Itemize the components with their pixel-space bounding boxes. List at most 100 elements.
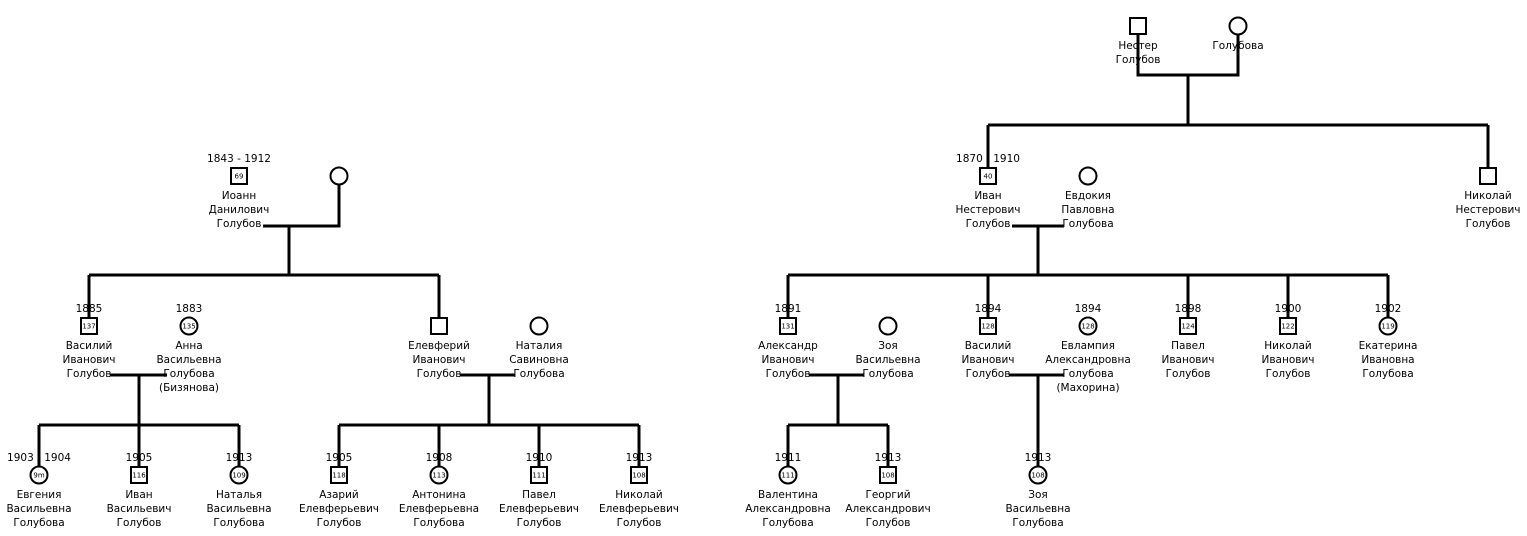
male-square-icon — [1479, 167, 1497, 185]
person-name-line: Голубов — [1166, 368, 1211, 380]
person-nester-wife[interactable]: Голубова — [1212, 16, 1264, 53]
male-square-icon — [1279, 317, 1297, 335]
person-name-line: Наталья — [216, 489, 262, 501]
person-id-number: 131 — [781, 323, 794, 331]
person-name-line: Зоя — [1028, 489, 1047, 501]
person-id-number: 122 — [1281, 323, 1294, 331]
person-years: 1894 — [975, 303, 1002, 315]
person-name-line: Иванович — [962, 354, 1015, 366]
person-name-line: Голубова — [163, 368, 214, 380]
person-name-line: Голубов — [1116, 54, 1161, 66]
person-name-line: Азарий — [319, 489, 359, 501]
person-years: 1905 — [326, 452, 353, 464]
person-name-line: Ивановна — [1361, 354, 1414, 366]
person-name-line: Голубов — [217, 218, 262, 230]
female-circle-icon — [179, 316, 199, 336]
person-name-line: Наталия — [516, 340, 563, 352]
person-id-number: 109 — [232, 472, 245, 480]
person-name-line: Екатерина — [1359, 340, 1418, 352]
person-name-line: Савиновна — [509, 354, 569, 366]
person-evlampia[interactable]: 1281894ЕвлампияАлександровнаГолубова(Мах… — [1045, 303, 1131, 394]
person-years: 1913 — [226, 452, 253, 464]
female-circle-icon — [429, 465, 449, 485]
person-name-line: Николай — [1264, 340, 1311, 352]
person-years: 1903 - 1904 — [7, 452, 71, 464]
person-id-number: 137 — [82, 323, 95, 331]
person-name-line: Евгения — [17, 489, 62, 501]
person-name-line: Голубова — [513, 368, 564, 380]
male-square-icon — [130, 466, 148, 484]
female-circle-icon — [329, 166, 349, 186]
person-id-number: 9m — [33, 472, 44, 480]
person-id-number: 108 — [881, 472, 894, 480]
person-name-line: Павел — [1171, 340, 1205, 352]
person-name-line: Голубова — [1062, 368, 1113, 380]
person-name-line: Елевферьевна — [399, 503, 479, 515]
person-name-line: Васильевна — [6, 503, 71, 515]
connector-line — [263, 183, 341, 228]
person-name-line: Елевферьевич — [499, 503, 579, 515]
person-id-number: 124 — [1181, 323, 1195, 331]
person-id-number: 111 — [532, 472, 545, 480]
person-name-line: Голубова — [1362, 368, 1413, 380]
person-name-line: Антонина — [412, 489, 466, 501]
person-id-number: 128 — [981, 323, 994, 331]
person-years: 1913 — [1025, 452, 1052, 464]
person-name-line: Васильевна — [1005, 503, 1070, 515]
person-ioann-wife[interactable] — [329, 166, 349, 186]
person-name-line: Нестерович — [1455, 204, 1520, 216]
person-years: 1900 — [1275, 303, 1302, 315]
person-name-line: Голубова — [13, 517, 64, 529]
person-name-line: Голубов — [866, 517, 911, 529]
person-name-line: Иван — [974, 190, 1001, 202]
male-square-icon — [330, 466, 348, 484]
person-name-line: Голубов — [617, 517, 662, 529]
person-id-number: 118 — [332, 472, 345, 480]
person-years: 1911 — [775, 452, 802, 464]
person-name-line: Голубов — [966, 368, 1011, 380]
female-circle-icon — [778, 465, 798, 485]
female-circle-icon — [229, 465, 249, 485]
person-years: 1902 — [1375, 303, 1402, 315]
person-name-line: Иоанн — [222, 190, 256, 202]
person-name-line: Голубов — [117, 517, 162, 529]
person-name-line: Иван — [125, 489, 152, 501]
person-id-number: 128 — [1081, 323, 1094, 331]
person-name-line: Николай — [615, 489, 662, 501]
female-circle-icon — [1228, 16, 1248, 36]
male-square-icon — [979, 317, 997, 335]
female-circle-icon — [1378, 316, 1398, 336]
person-id-number: 116 — [132, 472, 146, 480]
person-years: 1905 — [126, 452, 153, 464]
person-years: 1894 — [1075, 303, 1102, 315]
person-name-line: Павел — [522, 489, 556, 501]
person-name-line: Елевферий — [408, 340, 470, 352]
person-name-line: Николай — [1464, 190, 1511, 202]
